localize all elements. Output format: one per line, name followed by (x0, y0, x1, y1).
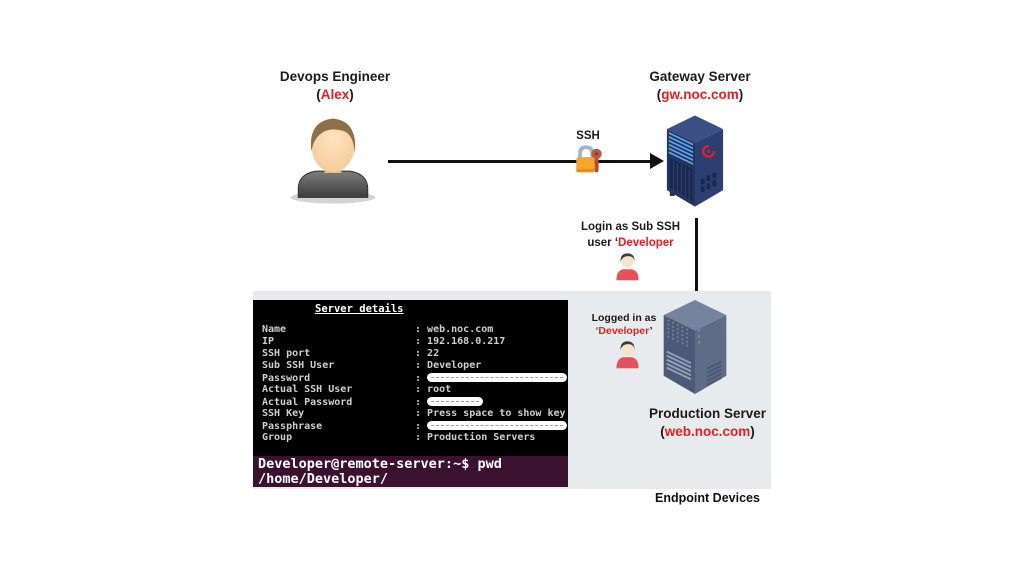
developer-user-icon (616, 341, 639, 369)
production-server-title: Production Server (648, 406, 767, 421)
redacted-value (427, 421, 568, 430)
redacted-value (427, 373, 568, 382)
terminal-row-colon: : (415, 408, 428, 419)
terminal-row-label: SSH port (262, 348, 311, 359)
terminal-row: Actual Password: (262, 396, 568, 408)
terminal-prompt-bar: Developer@remote-server:~$ pwd /home/Dev… (253, 456, 568, 487)
developer-user-icon (616, 253, 639, 281)
terminal-row: Passphrase: (262, 420, 568, 432)
logged-in-note: Logged in as ‘Developer’ (578, 312, 670, 338)
devops-engineer-title: Devops Engineer (279, 69, 391, 84)
login-note-line1: Login as Sub SSH (580, 221, 681, 233)
terminal-row-value: 22 (427, 348, 440, 359)
terminal-row: IP: 192.168.0.217 (262, 336, 568, 348)
production-server-label: Production Server (web.noc.com) (625, 405, 790, 441)
terminal-row-label: Password (262, 373, 311, 384)
gateway-server-label: Gateway Server (gw.noc.com) (620, 68, 780, 104)
terminal-row: Actual SSH User: root (262, 384, 568, 396)
gateway-server-host: (gw.noc.com) (656, 87, 744, 102)
terminal-row-label: Passphrase (262, 421, 323, 432)
gateway-server-title: Gateway Server (649, 69, 751, 84)
logged-in-line2: ‘Developer’ (595, 325, 653, 337)
terminal-row: SSH port: 22 (262, 348, 568, 360)
terminal-row-colon: : (415, 373, 428, 384)
terminal-row-label: Sub SSH User (262, 360, 335, 371)
terminal-row-colon: : (415, 324, 428, 335)
terminal-row-label: Group (262, 432, 293, 443)
logged-in-line1: Logged in as (591, 312, 657, 324)
terminal-row-label: Actual SSH User (262, 384, 353, 395)
terminal-row-colon: : (415, 421, 428, 432)
endpoint-devices-label: Endpoint Devices (655, 491, 760, 505)
login-note-line2: user ‘Developer (587, 237, 674, 249)
terminal-row-label: SSH Key (262, 408, 305, 419)
gateway-server-icon (666, 115, 724, 207)
terminal-row: Sub SSH User: Developer (262, 360, 568, 372)
terminal-row-label: Name (262, 324, 287, 335)
production-server-icon (663, 300, 727, 394)
terminal-row: Group: Production Servers (262, 432, 568, 444)
lock-key-icon (576, 145, 602, 173)
terminal-row-colon: : (415, 336, 428, 347)
login-arrow-line (695, 218, 698, 292)
redacted-value (427, 397, 484, 406)
terminal-row-value: Production Servers (427, 432, 536, 443)
devops-engineer-label: Devops Engineer (Alex) (255, 68, 415, 104)
terminal-row-colon: : (415, 348, 428, 359)
terminal-row: SSH Key: Press space to show key (262, 408, 568, 420)
ssh-label: SSH (576, 130, 600, 142)
login-note: Login as Sub SSH user ‘Developer (558, 219, 703, 251)
devops-engineer-name: (Alex) (316, 87, 354, 102)
terminal-row-value: Developer (427, 360, 482, 371)
terminal-row-value: 192.168.0.217 (427, 336, 506, 347)
prompt-command-line: Developer@remote-server:~$ pwd (258, 456, 502, 472)
ssh-arrow-line (388, 160, 651, 163)
ssh-arrowhead-icon (650, 153, 664, 169)
terminal-row-label: IP (262, 336, 275, 347)
terminal-row-label: Actual Password (262, 397, 353, 408)
terminal-row-value: web.noc.com (427, 324, 494, 335)
terminal-row: Name: web.noc.com (262, 324, 568, 336)
production-server-host: (web.noc.com) (660, 424, 755, 439)
terminal-row-colon: : (415, 384, 428, 395)
prompt-output-line: /home/Developer/ (258, 471, 389, 487)
terminal-row-colon: : (415, 360, 428, 371)
terminal-row-colon: : (415, 432, 428, 443)
devops-avatar-icon (290, 118, 376, 204)
terminal-row-value: root (427, 384, 452, 395)
terminal-row-colon: : (415, 397, 428, 408)
terminal-row: Password: (262, 372, 568, 384)
terminal-title: Server details (315, 303, 404, 315)
terminal-row-value: Press space to show key (427, 408, 566, 419)
